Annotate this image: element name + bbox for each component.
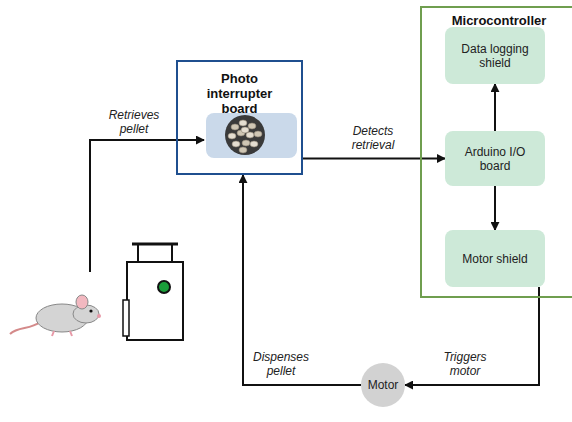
arrow-connector: [494, 186, 496, 230]
box-heading: Photo interrupter board: [190, 71, 290, 116]
shield-box: Data logging shield: [445, 27, 545, 84]
edge-label: Triggers motor: [435, 350, 495, 378]
box-text: Motor shield: [455, 252, 535, 266]
edge-label: Detects retrieval: [338, 124, 408, 152]
box-heading: Microcontroller: [452, 13, 547, 28]
edge-label: Dispenses pellet: [250, 350, 312, 378]
motor-circle: Motor: [361, 363, 405, 407]
box-text: Data logging shield: [455, 42, 535, 70]
mouse: [10, 295, 101, 336]
pellets: [228, 120, 262, 153]
arrow-label: Retrieves pellet: [104, 108, 164, 136]
arrow-connector: [494, 84, 496, 131]
arrow-connector: [303, 158, 445, 160]
controller-box: Arduino I/O board: [445, 131, 545, 186]
pellet-tray: [206, 113, 297, 158]
controller-group: MicrocontrollerData logging shieldArduin…: [420, 6, 572, 298]
arrow-connector: [405, 287, 539, 385]
feeder-device: [123, 244, 183, 340]
pellet-well: [225, 115, 265, 155]
sensor-board: Photo interrupter board: [176, 60, 303, 175]
box-text: Arduino I/O board: [455, 145, 535, 173]
box-text: Motor: [368, 378, 399, 392]
arrow-connector: [243, 175, 361, 385]
shield-box: Motor shield: [445, 230, 545, 287]
retrieve-arrow: [90, 140, 204, 272]
